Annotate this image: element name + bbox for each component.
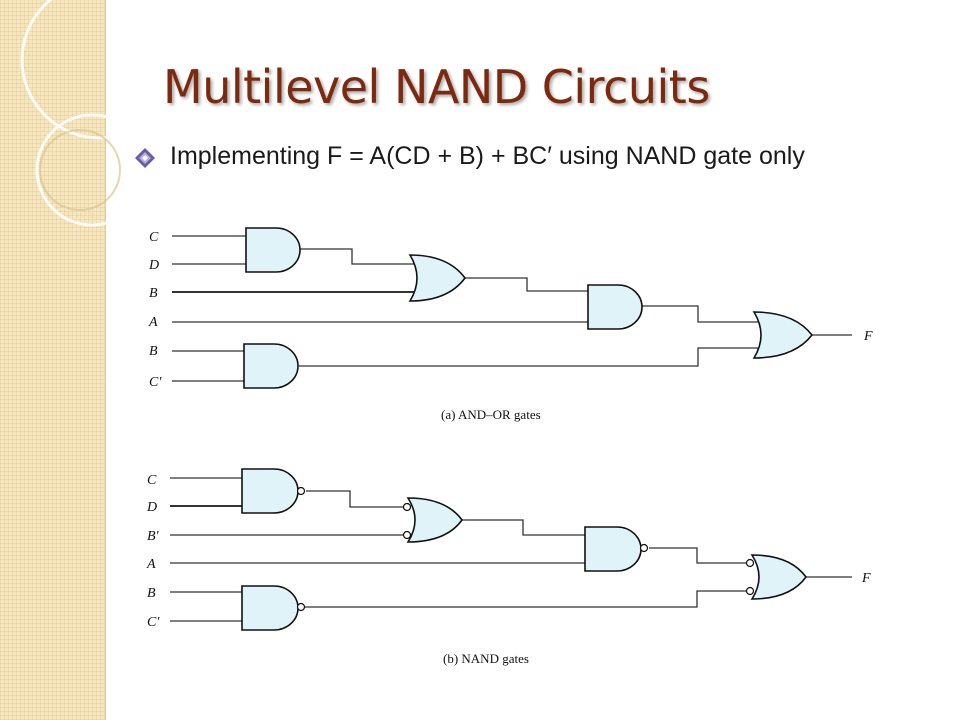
wires [172,235,852,382]
input-label: A [148,315,158,330]
or-gate [752,311,814,359]
input-label: C [149,230,159,245]
inversion-bubble [296,602,306,612]
wires [170,477,852,622]
inversion-bubble [745,586,755,596]
nand-gate-inverted-or [745,554,807,600]
inversion-bubble [639,543,649,553]
decorative-side-band [0,0,106,720]
input-label: D [146,500,157,515]
nand-gate [241,585,306,631]
and-gate [243,343,299,389]
inversion-bubble [402,530,412,540]
diagram-caption: (b) NAND gates [443,651,529,666]
inversion-bubble [745,558,755,568]
input-label: B [149,286,158,301]
input-label: C′ [149,375,162,390]
or-gate [408,254,466,302]
nand-gate [584,526,649,572]
slide-title: Multilevel NAND Circuits [163,60,710,114]
and-gate [245,227,301,273]
input-label: C′ [147,615,160,630]
diamond-bullet-icon [135,148,155,168]
and-gate [587,284,643,330]
nand-gate [241,468,306,514]
input-label: B′ [147,529,160,544]
input-label: C [147,473,157,488]
decorative-circles [20,0,160,227]
output-label: F [863,329,873,344]
input-label: B [149,344,158,359]
inversion-bubble [402,502,412,512]
diagram-caption: (a) AND–OR gates [441,407,541,422]
inversion-bubble [296,486,306,496]
input-label: A [146,557,156,572]
bullet-text: Implementing F = A(CD + B) + BC′ using N… [170,142,805,170]
input-label: D [148,258,159,273]
output-label: F [861,571,871,586]
nand-gate-inverted-or [402,497,463,543]
input-label: B [147,586,156,601]
